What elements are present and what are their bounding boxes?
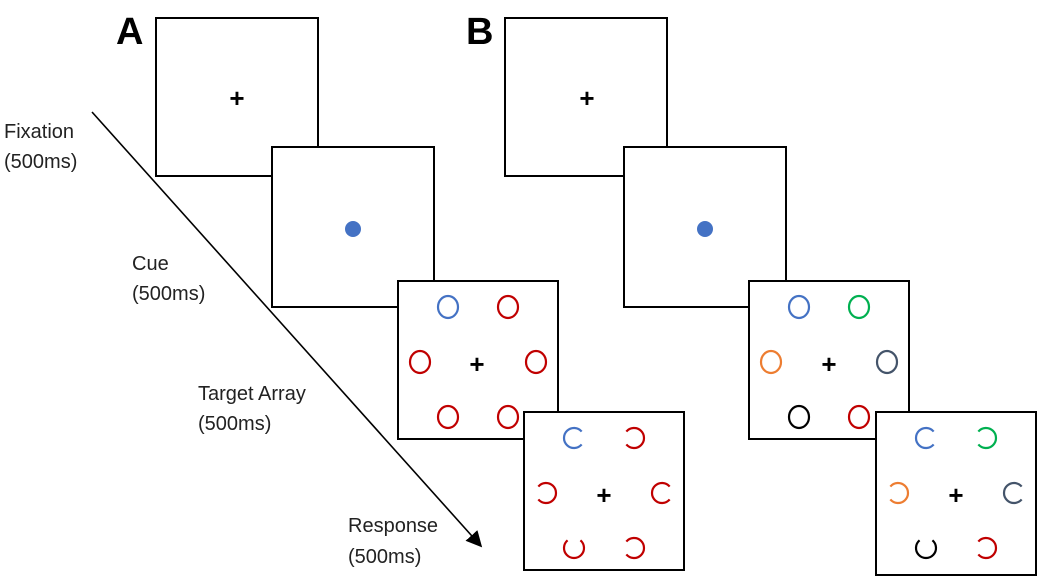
- panel-b-response-c-shape-middle-right: [1002, 481, 1023, 505]
- panel-b-response-c-shape-top-right: [977, 426, 998, 450]
- stage-cue-duration: (500ms): [132, 283, 205, 305]
- panel-b-target-ring-bottom-left: [787, 404, 811, 430]
- panel-a-response-c-shape-middle-right: [650, 481, 671, 505]
- panel-a-response-c-shape-middle-left: [537, 481, 558, 505]
- panel-b-target-ring-middle-right: [875, 349, 899, 375]
- stage-fixation-name: Fixation: [4, 121, 74, 143]
- panel-b-fixation-cross: +: [579, 83, 594, 113]
- panel-a-response-c-shape-top-right: [625, 426, 646, 450]
- panel-b-target-ring-middle-left: [759, 349, 783, 375]
- panel-a-response-items: [537, 426, 671, 560]
- panel-a-response-c-shape-top-left: [562, 426, 583, 450]
- panel-b-response-c-shape-bottom-right: [977, 536, 998, 560]
- panel-a-response-c-shape-bottom-right: [625, 536, 646, 560]
- panel-a-target-items: [408, 294, 548, 430]
- stage-response-duration: (500ms): [348, 546, 421, 568]
- stage-target-array-name: Target Array: [198, 383, 306, 405]
- panel-b-target-cross: +: [821, 349, 836, 379]
- panel-b-target-items: [759, 294, 899, 430]
- panel-a-target-cross: +: [469, 349, 484, 379]
- panel-a-target-ring-bottom-right: [496, 404, 520, 430]
- panel-a-response-cross: +: [596, 480, 611, 510]
- panel-label-a: A: [116, 11, 143, 53]
- panel-a-target-ring-top-left: [436, 294, 460, 320]
- panel-a-response-c-shape-bottom-left: [562, 539, 586, 560]
- panel-label-b: B: [466, 11, 493, 53]
- panel-b-response-items: [889, 426, 1023, 560]
- timeline-arrow: [91, 111, 483, 548]
- stage-response-name: Response: [348, 515, 438, 537]
- panel-b-response-c-shape-top-left: [914, 426, 935, 450]
- panel-a-target-ring-middle-left: [408, 349, 432, 375]
- panel-a-target-ring-bottom-left: [436, 404, 460, 430]
- panel-a-target-ring-middle-right: [524, 349, 548, 375]
- stage-target-array-duration: (500ms): [198, 413, 271, 435]
- panel-b-response-c-shape-middle-left: [889, 481, 910, 505]
- panel-b-response-cross: +: [948, 480, 963, 510]
- stage-cue-name: Cue: [132, 253, 169, 275]
- panel-a-cue-dot: [345, 221, 361, 237]
- panel-b-response-c-shape-bottom-left: [914, 539, 938, 560]
- panel-a-target-ring-top-right: [496, 294, 520, 320]
- panel-a-response-frame: [523, 411, 685, 571]
- panel-b-response-frame: [875, 411, 1037, 576]
- panel-b-target-ring-bottom-right: [847, 404, 871, 430]
- panel-b-target-ring-top-left: [787, 294, 811, 320]
- panel-b-cue-dot: [697, 221, 713, 237]
- panel-b-target-ring-top-right: [847, 294, 871, 320]
- panel-a-fixation-cross: +: [229, 83, 244, 113]
- stage-fixation-duration: (500ms): [4, 151, 77, 173]
